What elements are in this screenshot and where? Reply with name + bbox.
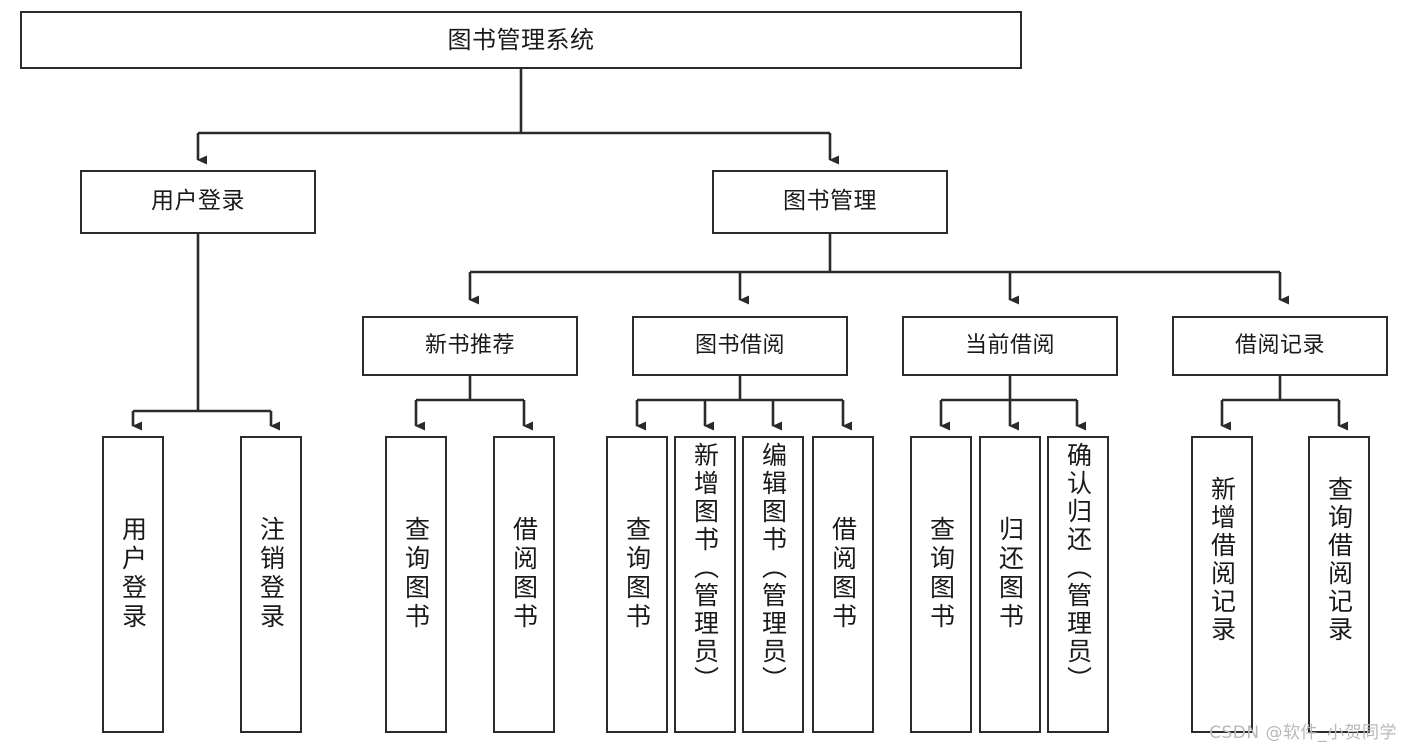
node-label: 新书推荐 xyxy=(424,333,515,359)
leaf-return-book[interactable]: 归还图书 xyxy=(979,436,1041,733)
node-label: 借阅图书 xyxy=(828,516,858,632)
node-label: 查询借阅记录 xyxy=(1324,476,1354,644)
node-label: 确认归还（管理员） xyxy=(1063,442,1093,694)
node-label: 查询图书 xyxy=(622,516,652,632)
leaf-add-borrow-record[interactable]: 新增借阅记录 xyxy=(1191,436,1253,733)
leaf-user-login[interactable]: 用户登录 xyxy=(102,436,164,733)
node-label: 图书管理 xyxy=(783,188,877,215)
leaf-query-borrow-record[interactable]: 查询借阅记录 xyxy=(1308,436,1370,733)
node-label: 编辑图书（管理员） xyxy=(758,442,788,694)
node-root-book-management-system[interactable]: 图书管理系统 xyxy=(20,11,1022,69)
node-label: 归还图书 xyxy=(995,516,1025,632)
leaf-add-book-admin[interactable]: 新增图书（管理员） xyxy=(674,436,736,733)
leaf-query-book-recommend[interactable]: 查询图书 xyxy=(385,436,447,733)
watermark: CSDN @软件_小贺同学 xyxy=(1209,723,1397,743)
node-label: 图书管理系统 xyxy=(447,25,595,54)
leaf-confirm-return-admin[interactable]: 确认归还（管理员） xyxy=(1047,436,1109,733)
node-label: 查询图书 xyxy=(401,516,431,632)
leaf-borrow-book[interactable]: 借阅图书 xyxy=(812,436,874,733)
leaf-borrow-book-recommend[interactable]: 借阅图书 xyxy=(493,436,555,733)
node-label: 借阅图书 xyxy=(509,516,539,632)
node-label: 用户登录 xyxy=(151,188,245,215)
leaf-edit-book-admin[interactable]: 编辑图书（管理员） xyxy=(742,436,804,733)
node-label: 新增图书（管理员） xyxy=(690,442,720,694)
node-label: 注销登录 xyxy=(256,516,286,632)
node-new-book-recommend[interactable]: 新书推荐 xyxy=(362,316,578,376)
node-current-borrow[interactable]: 当前借阅 xyxy=(902,316,1118,376)
node-book-management[interactable]: 图书管理 xyxy=(712,170,948,234)
node-user-login[interactable]: 用户登录 xyxy=(80,170,316,234)
node-book-borrow[interactable]: 图书借阅 xyxy=(632,316,848,376)
leaf-query-book-borrow[interactable]: 查询图书 xyxy=(606,436,668,733)
node-label: 新增借阅记录 xyxy=(1207,476,1237,644)
node-label: 查询图书 xyxy=(926,516,956,632)
node-label: 当前借阅 xyxy=(964,333,1055,359)
node-label: 借阅记录 xyxy=(1234,333,1325,359)
node-label: 图书借阅 xyxy=(694,333,785,359)
leaf-logout-login[interactable]: 注销登录 xyxy=(240,436,302,733)
leaf-query-book-current[interactable]: 查询图书 xyxy=(910,436,972,733)
node-borrow-record[interactable]: 借阅记录 xyxy=(1172,316,1388,376)
node-label: 用户登录 xyxy=(118,516,148,632)
